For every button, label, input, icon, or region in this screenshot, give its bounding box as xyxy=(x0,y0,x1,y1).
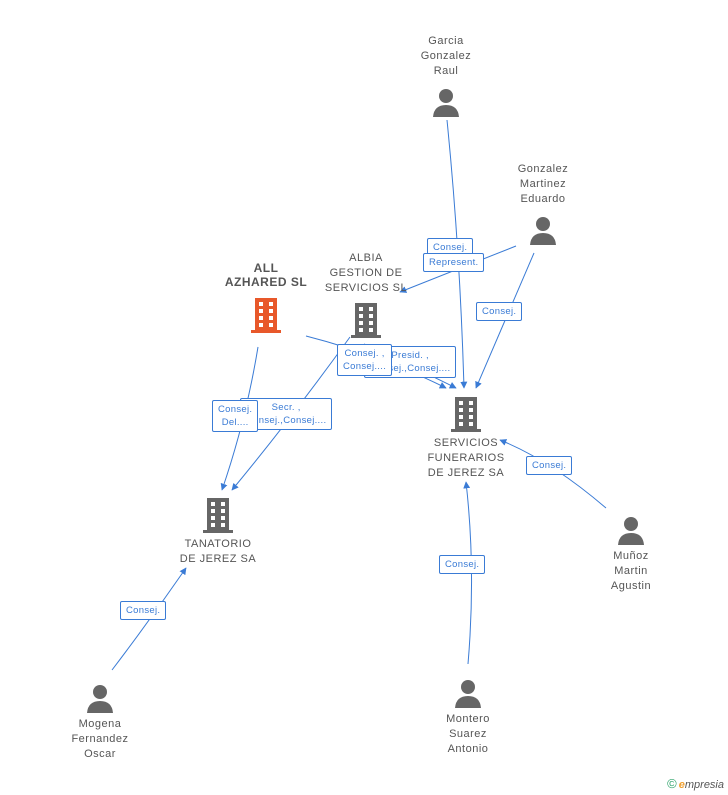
building-icon xyxy=(251,298,281,333)
node-montero[interactable]: Montero Suarez Antonio xyxy=(422,678,514,757)
person-icon xyxy=(530,217,556,245)
node-munoz[interactable]: Muñoz Martin Agustin xyxy=(585,515,677,594)
node-label: ALBIA GESTION DE SERVICIOS SL xyxy=(324,252,408,294)
building-icon xyxy=(203,498,233,533)
node-garcia[interactable]: Garcia Gonzalez Raul xyxy=(400,34,492,117)
person-icon xyxy=(618,517,644,545)
node-tanatorio[interactable]: TANATORIO DE JEREZ SA xyxy=(166,497,270,567)
edge-label-allaz-tanatorio[interactable]: Consej. Del.... xyxy=(212,400,259,432)
brand-logo: empresia xyxy=(679,779,724,791)
edge-label-albia-servicios[interactable]: Consej. , Consej.... xyxy=(337,344,393,376)
edge-label-munoz-servicios[interactable]: Consej. xyxy=(526,456,573,475)
edge-label-montero-servicios[interactable]: Consej. xyxy=(439,555,486,574)
node-label: Mogena Fernandez Oscar xyxy=(71,718,129,760)
brand-rest: mpresia xyxy=(684,779,724,791)
node-albia[interactable]: ALBIA GESTION DE SERVICIOS SL xyxy=(314,251,418,338)
building-icon xyxy=(351,303,381,338)
person-icon xyxy=(433,89,459,117)
person-icon xyxy=(455,680,481,708)
node-gonzalez[interactable]: Gonzalez Martinez Eduardo xyxy=(497,162,589,245)
node-label: SERVICIOS FUNERARIOS DE JEREZ SA xyxy=(427,437,505,479)
node-label: Muñoz Martin Agustin xyxy=(610,550,652,592)
copyright-icon: © xyxy=(667,776,677,791)
node-mogena[interactable]: Mogena Fernandez Oscar xyxy=(54,683,146,762)
node-label: Gonzalez Martinez Eduardo xyxy=(517,163,569,205)
node-all-azhared[interactable]: ALL AZHARED SL xyxy=(214,261,318,333)
person-icon xyxy=(87,685,113,713)
edge-label-gonzalez-servicios[interactable]: Consej. xyxy=(476,302,523,321)
edge-label-mogena-tanatorio[interactable]: Consej. xyxy=(120,601,167,620)
brand-initial: e xyxy=(678,779,685,791)
edge-label-garcia-albia-represent[interactable]: Represent. xyxy=(423,253,485,272)
node-label: ALL AZHARED SL xyxy=(224,261,308,289)
node-label: Garcia Gonzalez Raul xyxy=(420,35,472,77)
building-icon xyxy=(451,397,481,432)
footer-brand: ©empresia xyxy=(667,776,724,791)
node-label: TANATORIO DE JEREZ SA xyxy=(179,538,257,565)
node-label: Montero Suarez Antonio xyxy=(446,713,490,755)
node-servicios[interactable]: SERVICIOS FUNERARIOS DE JEREZ SA xyxy=(414,396,518,481)
